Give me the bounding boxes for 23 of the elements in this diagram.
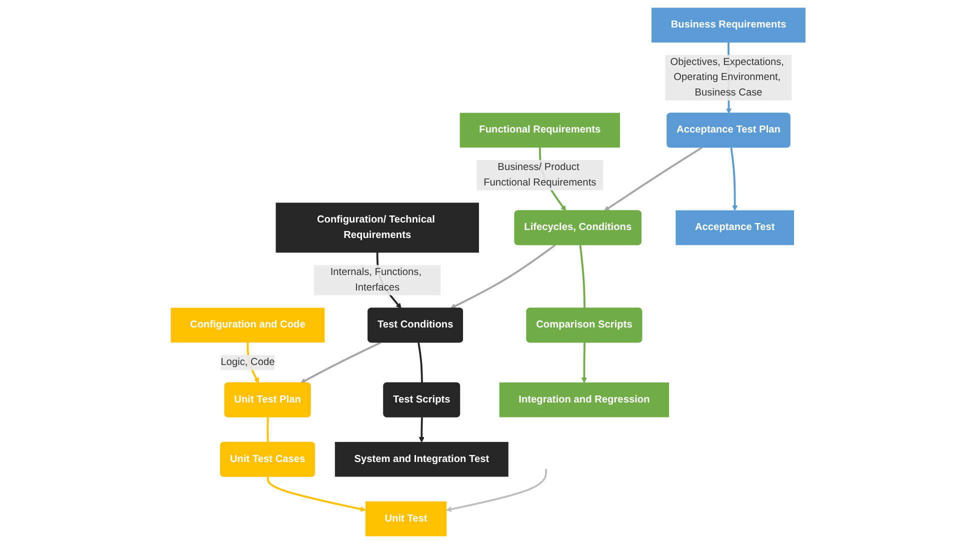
node-box: Acceptance Test — [676, 210, 794, 246]
node-box: Functional Requirements — [460, 112, 620, 148]
edge-label: Logic, Code — [220, 356, 275, 368]
node-box: Configuration/ Technical Requirements — [276, 202, 479, 253]
node-box: Configuration and Code — [170, 308, 325, 343]
arrow — [450, 244, 556, 309]
arrow — [604, 146, 702, 212]
edge-label: Internals, Functions, Interfaces — [330, 266, 422, 293]
arrow — [446, 468, 547, 512]
edge-label: Objectives, Expectations, Operating Environment, Business Case — [670, 56, 784, 98]
node-box: Integration and Regression — [499, 382, 669, 418]
connector — [266, 417, 269, 443]
connector — [417, 342, 423, 384]
arrow — [266, 476, 366, 512]
arrow — [730, 148, 738, 211]
connector — [579, 244, 586, 308]
edge-label: Business/ Product Functional Requirements — [483, 162, 596, 188]
node-box: Business Requirements — [651, 8, 806, 43]
arrow — [300, 342, 381, 384]
arrow — [418, 417, 424, 442]
node-box: System and Integration Test — [334, 442, 508, 477]
arrow — [581, 342, 587, 383]
node-box: Unit Test — [365, 501, 446, 536]
